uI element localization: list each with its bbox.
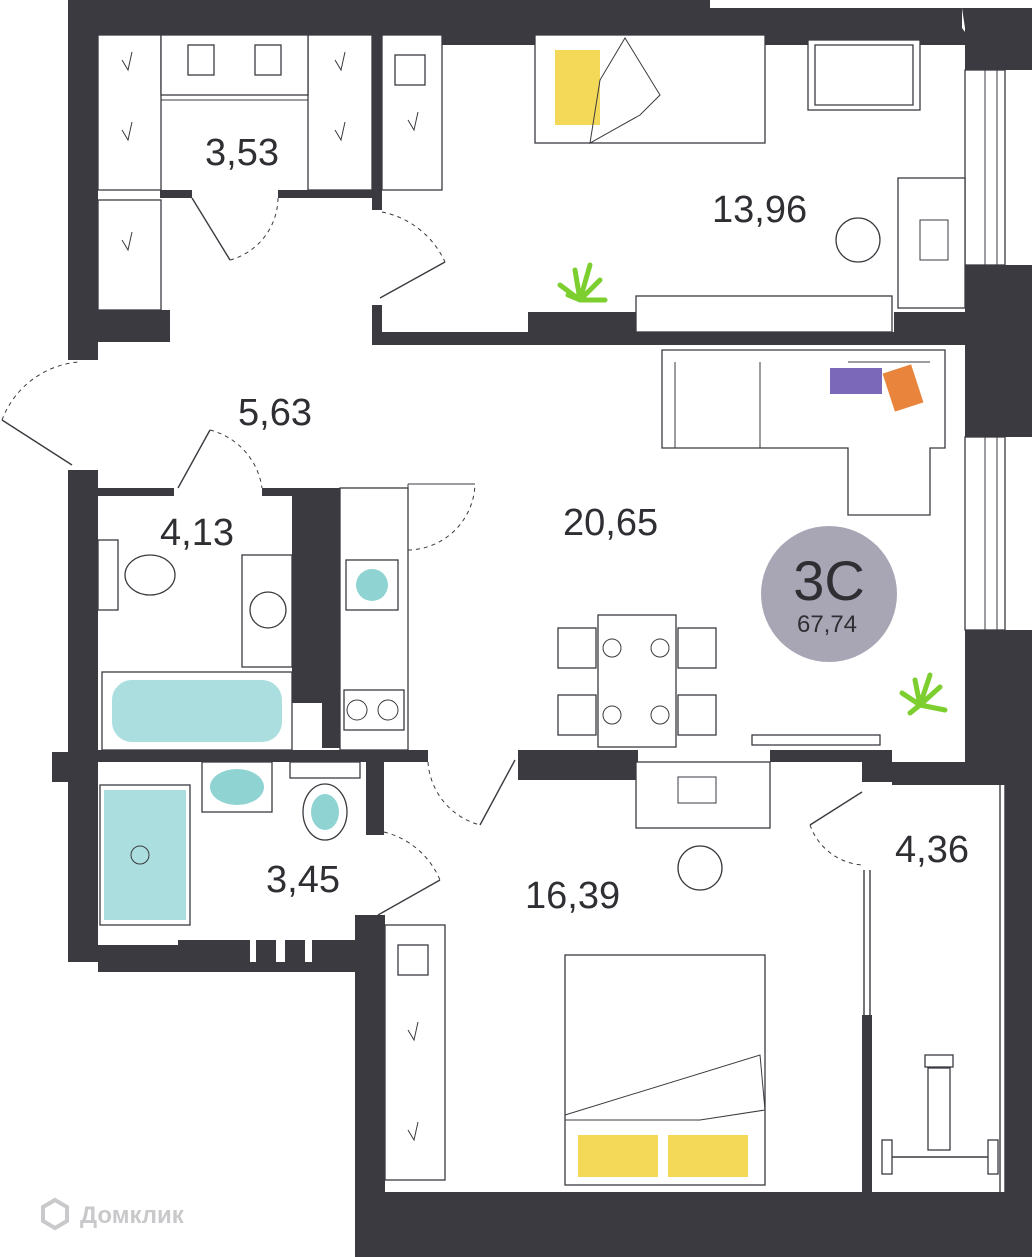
plant-icon xyxy=(899,672,948,716)
room-area-hall: 5,63 xyxy=(238,392,312,434)
room-area-balcony: 4,36 xyxy=(895,829,969,871)
area-labels: 3,53 13,96 5,63 4,13 20,65 3,45 16,39 4,… xyxy=(160,132,969,917)
room-area-bathroom: 4,13 xyxy=(160,512,234,554)
bedroom-small-furniture xyxy=(381,34,966,333)
room-area-wardrobe: 3,53 xyxy=(205,132,279,174)
room-area-living-kitchen: 20,65 xyxy=(563,502,658,544)
room-area-toilet: 3,45 xyxy=(266,859,340,901)
pillow xyxy=(555,50,600,125)
watermark-text: Домклик xyxy=(80,1202,185,1229)
bathroom-furniture xyxy=(97,539,293,751)
watermark: Домклик xyxy=(41,1197,185,1231)
badge-title: 3С xyxy=(793,549,865,612)
badge-total-area: 67,74 xyxy=(797,611,857,638)
plant-icon xyxy=(557,262,608,303)
balcony-furniture xyxy=(881,1054,999,1175)
apartment-badge: 3С 67,74 xyxy=(761,526,897,662)
badge-circle xyxy=(761,526,897,662)
toilet-furniture xyxy=(99,761,361,926)
walls xyxy=(52,0,1032,1257)
bedroom-master-furniture xyxy=(384,761,771,1186)
room-area-bedroom-master: 16,39 xyxy=(525,875,620,917)
windows xyxy=(863,69,1006,1192)
living-furniture xyxy=(339,349,948,751)
doors xyxy=(1,197,863,916)
watermark-logo-icon xyxy=(41,1197,69,1231)
cushion xyxy=(830,368,882,394)
wardrobe-furniture xyxy=(97,34,373,311)
room-area-bedroom-small: 13,96 xyxy=(712,189,807,231)
cushion xyxy=(882,364,924,412)
